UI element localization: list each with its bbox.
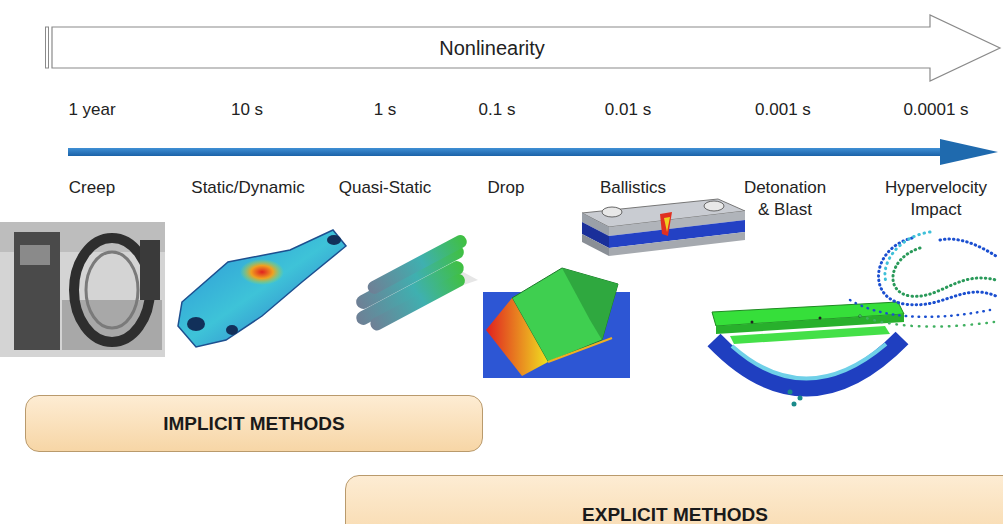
category-label: Creep xyxy=(69,177,115,199)
photo-ground xyxy=(0,222,165,357)
timeline-arrow xyxy=(68,139,998,165)
machine-panel xyxy=(20,245,50,265)
stress-hotspot xyxy=(240,259,284,285)
debris xyxy=(798,396,803,401)
particle-trail xyxy=(940,239,996,256)
projectile xyxy=(660,212,672,236)
time-label: 10 s xyxy=(231,99,263,121)
bolt xyxy=(602,207,622,217)
category-label: Quasi-Static xyxy=(339,177,432,199)
method-box: EXPLICIT METHODS xyxy=(345,475,1003,524)
category-label: Hypervelocity Impact xyxy=(881,177,991,221)
static-part xyxy=(178,230,346,347)
blast-wave xyxy=(714,338,902,388)
time-label: 1 s xyxy=(374,99,397,121)
bolt xyxy=(704,201,724,211)
arrow-tail-bar xyxy=(46,27,49,68)
control-arm xyxy=(178,230,346,347)
creep-photo xyxy=(0,222,165,357)
time-label: 0.0001 s xyxy=(903,99,968,121)
impact-edge xyxy=(486,298,548,376)
category-label: Static/Dynamic xyxy=(191,177,304,199)
method-title: IMPLICIT METHODS xyxy=(163,413,345,435)
debris-cloud xyxy=(850,232,996,327)
projectile-tip xyxy=(664,217,670,232)
particle-trail xyxy=(893,248,996,296)
debris xyxy=(751,321,754,324)
test-ring-inner xyxy=(86,252,138,328)
particle-trail xyxy=(860,316,994,327)
nonlinearity-arrow: Nonlinearity xyxy=(45,14,1003,82)
time-label: 0.001 s xyxy=(755,99,811,121)
bushing-hole xyxy=(327,235,341,245)
category-label: Drop xyxy=(488,177,525,199)
test-ring xyxy=(74,238,150,342)
tube xyxy=(368,272,467,333)
debris xyxy=(788,390,793,395)
particle-trail xyxy=(850,300,990,317)
blast-front xyxy=(732,344,886,379)
blast-model xyxy=(712,302,904,407)
test-machine xyxy=(14,232,60,350)
category-label: Ballistics xyxy=(600,177,666,199)
debris xyxy=(792,402,797,407)
time-label: 0.1 s xyxy=(479,99,516,121)
bushing-hole xyxy=(226,325,238,335)
timeline-head xyxy=(940,139,998,165)
bushing-hole xyxy=(187,317,205,331)
method-box: IMPLICIT METHODS xyxy=(25,395,483,452)
blast-plate-lower xyxy=(730,326,890,344)
time-label: 1 year xyxy=(68,99,115,121)
impact-line xyxy=(548,338,612,362)
plate-back-side xyxy=(582,234,609,256)
time-label: 0.01 s xyxy=(605,99,651,121)
crush-tubes xyxy=(354,233,478,333)
drop-box-side xyxy=(562,268,618,340)
particle-trail xyxy=(885,232,930,282)
arrow-outline-shape xyxy=(52,15,1000,81)
method-title: EXPLICIT METHODS xyxy=(582,504,768,524)
debris xyxy=(819,317,822,320)
category-label: Detonation & Blast xyxy=(740,177,830,221)
armor-plate xyxy=(582,199,745,256)
arrow-title: Nonlinearity xyxy=(439,37,545,60)
drop-test xyxy=(483,268,630,378)
plate-back xyxy=(609,232,745,256)
machine-column xyxy=(140,240,160,300)
timeline-shaft xyxy=(68,148,944,156)
